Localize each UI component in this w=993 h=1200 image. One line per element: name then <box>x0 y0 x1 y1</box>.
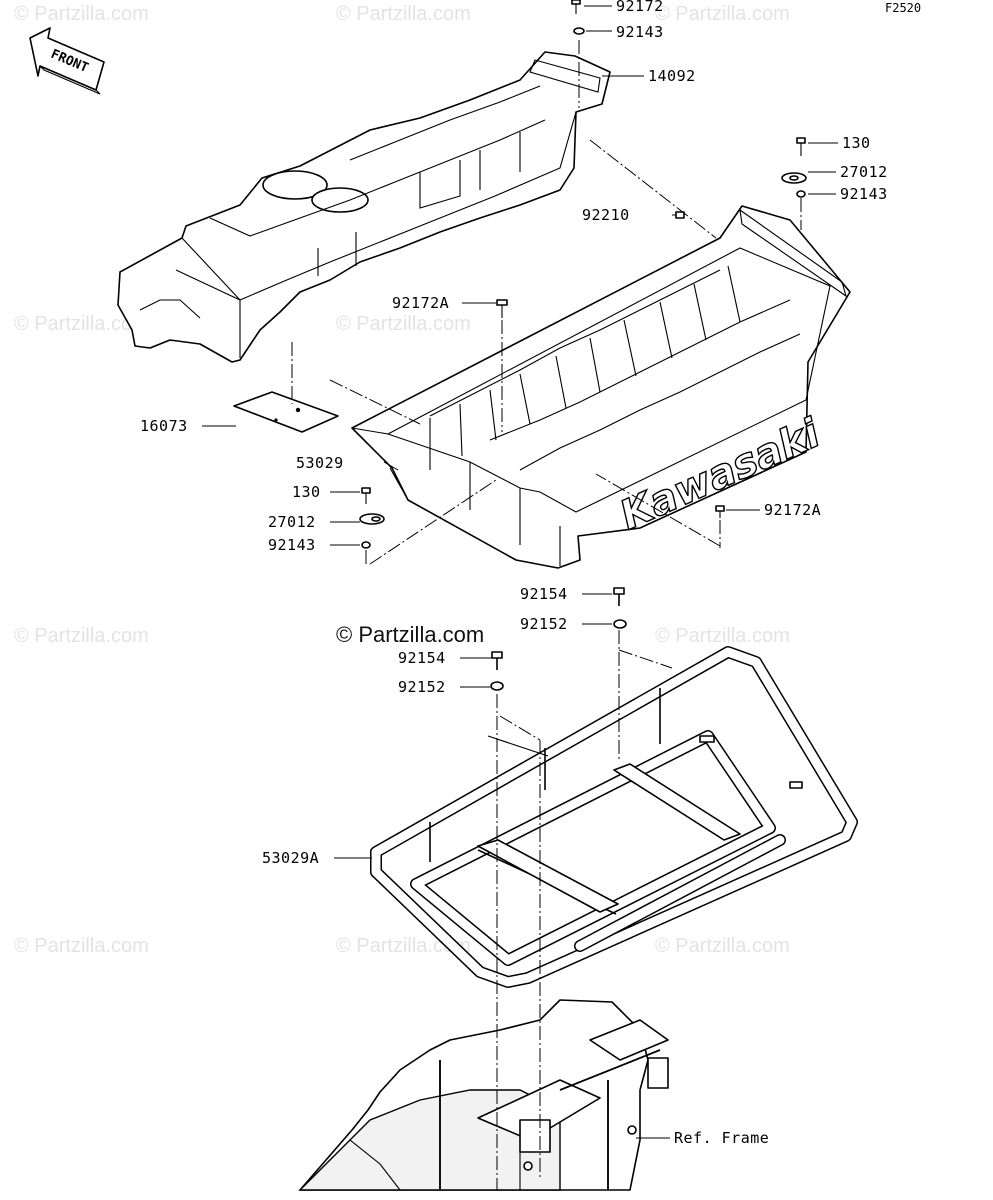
clip-icon <box>781 172 807 184</box>
callouts: 92172 92143 14092 130 27012 92143 92210 … <box>140 0 888 1147</box>
callout-27012-left: 27012 <box>268 513 316 531</box>
callout-92154-left: 92154 <box>398 649 446 667</box>
bolt-icon <box>796 137 806 156</box>
callout-92152-right: 92152 <box>520 615 568 633</box>
callout-16073: 16073 <box>140 417 188 435</box>
bolt-icon <box>491 651 503 670</box>
watermark: © Partzilla.com <box>655 625 790 647</box>
watermark: © Partzilla.com <box>655 935 790 957</box>
callout-92154-right: 92154 <box>520 585 568 603</box>
vehicle-frame <box>298 999 669 1191</box>
callout-27012-right: 27012 <box>840 163 888 181</box>
watermarks: © Partzilla.com © Partzilla.com © Partzi… <box>14 3 790 957</box>
bolt-icon <box>613 587 625 606</box>
watermark: © Partzilla.com <box>14 3 149 25</box>
watermark: © Partzilla.com <box>336 935 471 957</box>
callout-92172A-mid: 92172A <box>392 294 449 312</box>
callout-ref-frame: Ref. Frame <box>674 1129 769 1147</box>
callout-92172-top: 92172 <box>616 0 664 15</box>
bed-ribs <box>429 265 741 470</box>
watermark: © Partzilla.com <box>336 3 471 25</box>
leader-lines <box>202 5 838 1139</box>
watermark: © Partzilla.com <box>14 313 149 335</box>
watermark: © Partzilla.com <box>336 313 471 335</box>
assembly-lines <box>291 40 802 1190</box>
bolt-icon <box>361 487 371 504</box>
callout-92143-right: 92143 <box>840 185 888 203</box>
callout-92152-left: 92152 <box>398 678 446 696</box>
callout-53029: 53029 <box>296 454 344 472</box>
watermark-main: © Partzilla.com <box>336 622 484 647</box>
callout-14092: 14092 <box>648 67 696 85</box>
nut-icon <box>490 681 504 691</box>
callout-130-right: 130 <box>842 134 871 152</box>
figure-code: F2520 <box>885 1 921 15</box>
pad-16073 <box>233 391 339 433</box>
callout-92172A-right: 92172A <box>764 501 821 519</box>
watermark: © Partzilla.com <box>14 625 149 647</box>
washer-icon <box>573 27 585 35</box>
bolt-icon <box>571 0 581 14</box>
front-arrow-icon: FRONT <box>29 27 105 95</box>
cargo-rack-53029A <box>370 646 858 988</box>
bolt-icon <box>496 299 508 318</box>
callout-92143-left: 92143 <box>268 536 316 554</box>
washer-icon <box>361 541 371 549</box>
watermark: © Partzilla.com <box>655 3 790 25</box>
watermark: © Partzilla.com <box>14 935 149 957</box>
washer-icon <box>796 190 806 198</box>
clip-icon <box>359 513 385 525</box>
callout-92143-top: 92143 <box>616 23 664 41</box>
callout-130-left: 130 <box>292 483 321 501</box>
nut-icon <box>613 619 627 629</box>
callout-53029A: 53029A <box>262 849 319 867</box>
callout-92210: 92210 <box>582 206 630 224</box>
fasteners <box>359 0 807 691</box>
nut-icon <box>675 211 685 219</box>
cover-panel-14092 <box>117 51 611 363</box>
bolt-icon <box>715 505 725 518</box>
